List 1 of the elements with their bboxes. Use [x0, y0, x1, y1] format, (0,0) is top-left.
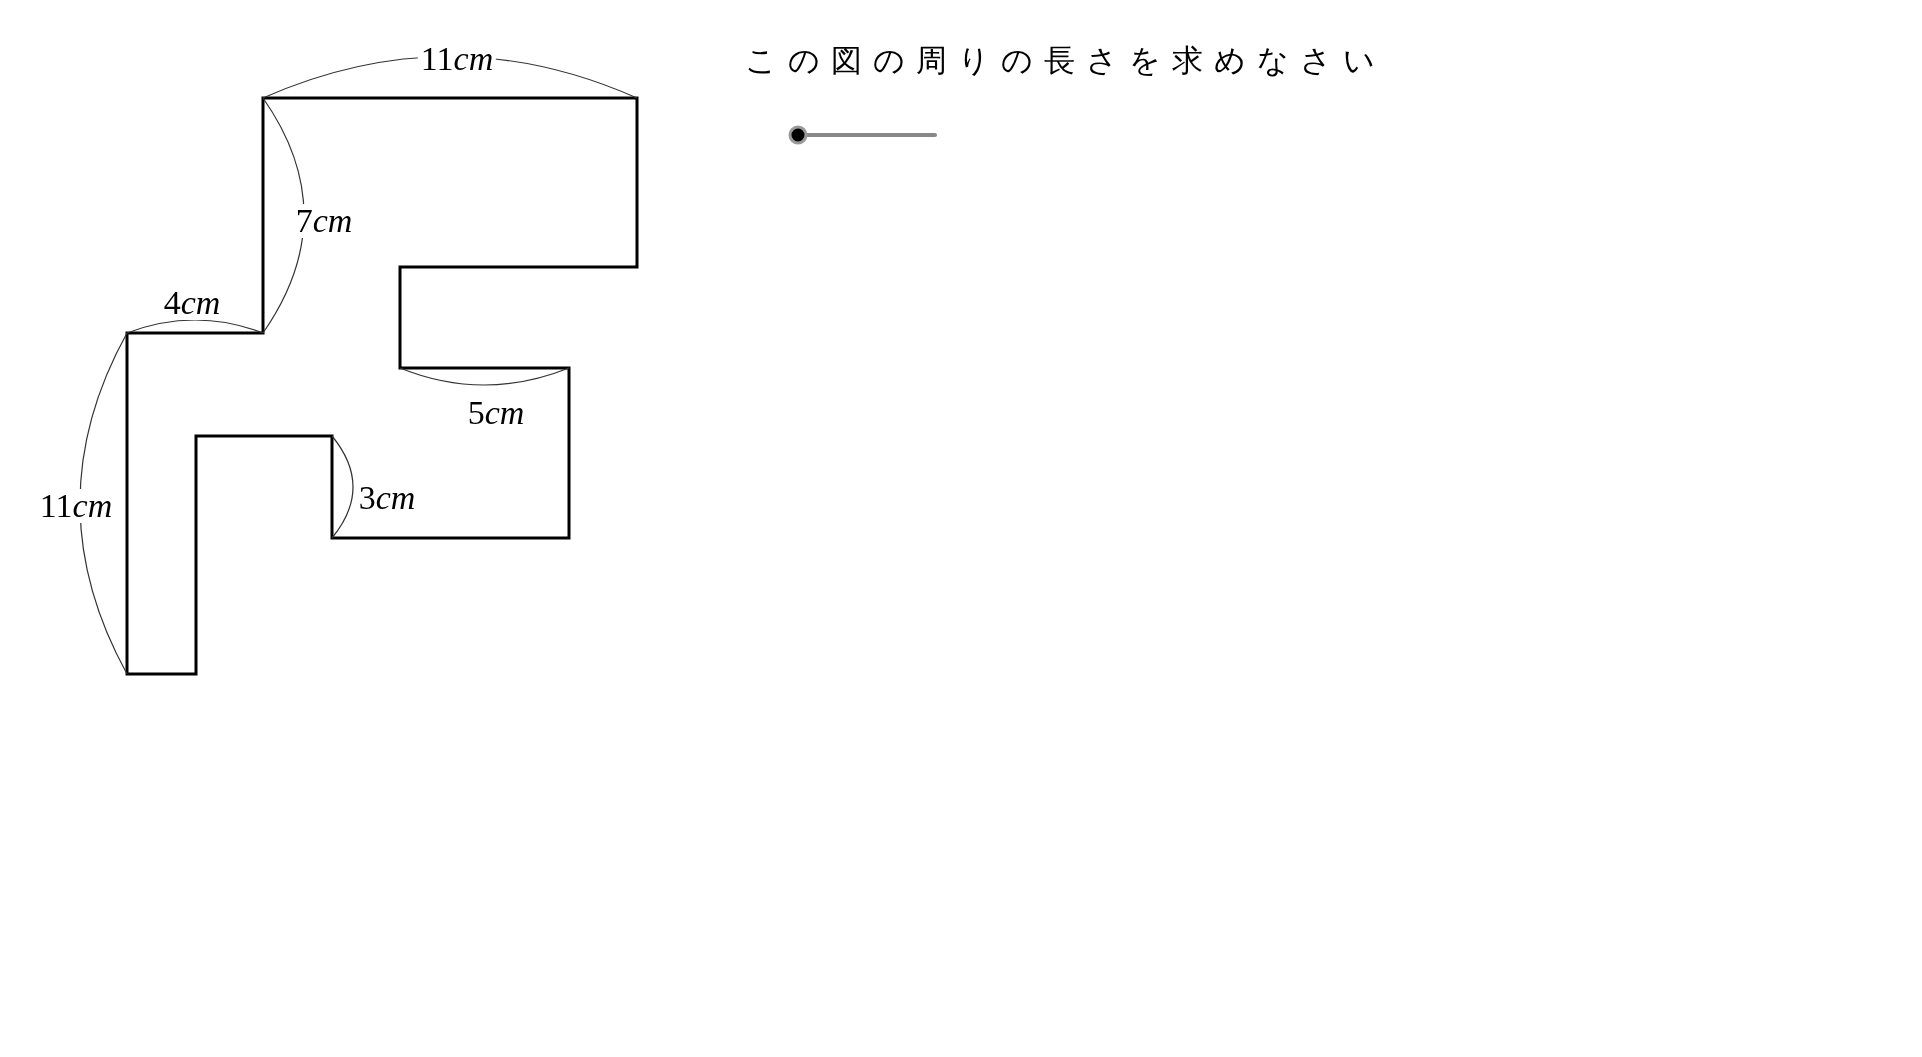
question-title: この図の周りの長さを求めなさい: [745, 45, 1386, 76]
